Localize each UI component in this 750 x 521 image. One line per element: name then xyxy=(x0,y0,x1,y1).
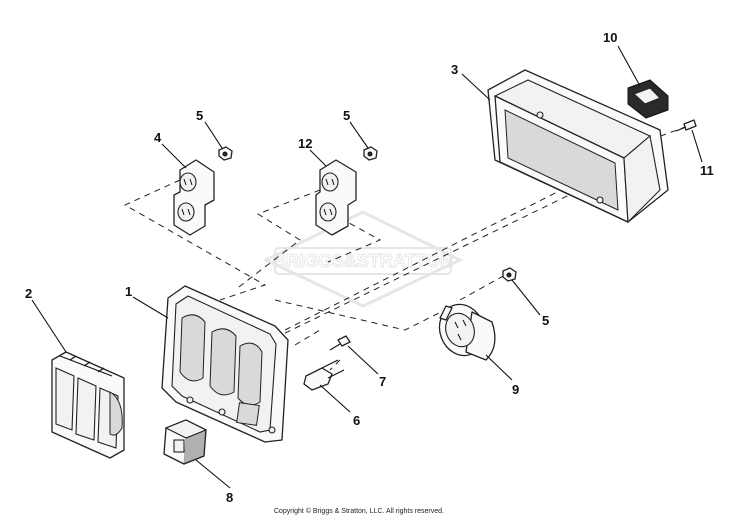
part-5-nut-c xyxy=(502,267,517,282)
callout-3: 3 xyxy=(451,62,458,77)
callout-6: 6 xyxy=(353,413,360,428)
callout-numbers: 1 2 3 4 5 5 5 6 7 8 9 10 11 12 xyxy=(25,30,714,505)
callout-7: 7 xyxy=(379,374,386,389)
part-8-switch xyxy=(163,419,208,465)
copyright-text: Copyright © Briggs & Stratton, LLC. All … xyxy=(273,508,444,515)
callout-5c: 5 xyxy=(542,313,549,328)
callout-2: 2 xyxy=(25,286,32,301)
callout-5b: 5 xyxy=(343,108,350,123)
part-4-duplex-outlet xyxy=(173,159,215,236)
part-3-housing-box xyxy=(487,69,669,224)
callout-5a: 5 xyxy=(196,108,203,123)
callout-9: 9 xyxy=(512,382,519,397)
copyright-line: Copyright © Briggs & Stratton, LLC. All … xyxy=(0,508,750,515)
callout-1: 1 xyxy=(125,284,132,299)
part-7-screw xyxy=(329,335,351,351)
part-5-nut-b xyxy=(363,146,378,161)
part-6-connector xyxy=(303,359,345,391)
part-5-nut-a xyxy=(218,146,233,161)
part-12-duplex-outlet xyxy=(315,159,357,236)
watermark-logo: BRIGGS&STRATTON xyxy=(262,210,464,308)
callout-11: 11 xyxy=(700,163,714,178)
part-2-outlet-cover xyxy=(51,351,125,459)
callout-10: 10 xyxy=(603,30,617,45)
callout-12: 12 xyxy=(298,136,312,151)
watermark-text: BRIGGS&STRATTON xyxy=(273,251,453,271)
callout-4: 4 xyxy=(154,130,162,145)
leader-lines xyxy=(31,45,703,489)
callout-8: 8 xyxy=(226,490,233,505)
part-11-screw xyxy=(675,119,697,132)
part-10-switch xyxy=(627,79,669,119)
part-1-faceplate xyxy=(161,285,289,443)
part-9-receptacle xyxy=(438,303,496,361)
